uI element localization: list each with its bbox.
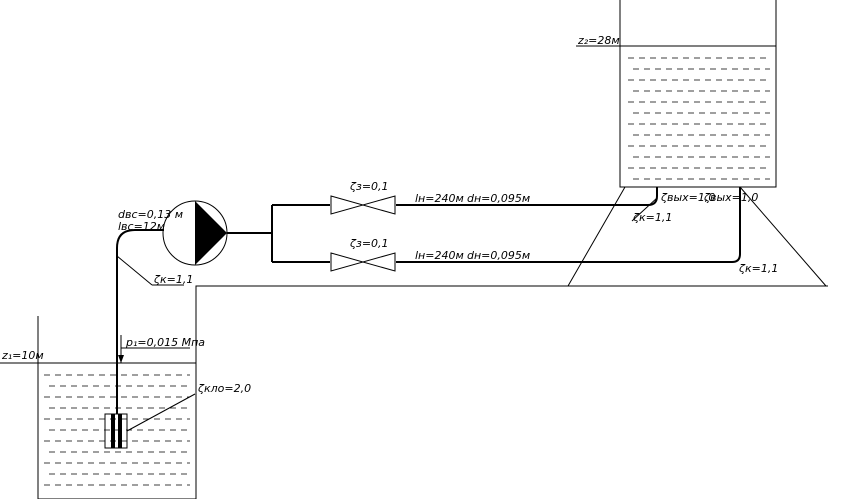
- bottom-bend-label: ζк=1,1: [738, 262, 778, 275]
- bottom-length-label: lн=240м: [415, 249, 464, 262]
- bottom-exit-label: ζвых=1,0: [703, 191, 758, 204]
- valve-top: [330, 195, 396, 215]
- lower-tank: [37, 316, 196, 499]
- pressure-arrow-head: [118, 355, 124, 363]
- discharge-pipe-bottom: [272, 187, 741, 263]
- tank-support-right: [739, 186, 827, 287]
- upper-tank: [619, 0, 777, 188]
- top-length-label: lн=240м: [415, 192, 464, 205]
- pump-triangle: [195, 201, 227, 265]
- suction-pipe: [116, 229, 164, 414]
- lower-level-label: z₁=10м: [1, 349, 44, 362]
- suction-bend-label: ζк=1,1: [153, 273, 193, 286]
- top-exit-label: ζвых=1,0: [660, 191, 715, 204]
- top-bend-leader: [631, 197, 658, 222]
- top-diameter-label: dн=0,095м: [467, 192, 530, 205]
- upper-tank-water: [628, 57, 770, 180]
- valve-bottom: [330, 252, 396, 272]
- suction-bend-leader: [116, 255, 153, 286]
- suction-length-label: lвс=12м: [118, 220, 165, 233]
- top-bend-label: ζк=1,1: [632, 211, 672, 224]
- tank-support-left: [567, 186, 626, 287]
- discharge-pipe-top: [272, 187, 658, 206]
- valve-top-label: ζз=0,1: [349, 180, 389, 193]
- upper-level-label: z₂=28м: [577, 34, 620, 47]
- valve-bottom-label: ζз=0,1: [349, 237, 389, 250]
- strainer-bar-right: [118, 414, 122, 448]
- pressure-label: p₁=0,015 Мпа: [125, 336, 205, 349]
- lower-tank-water: [44, 374, 190, 486]
- bottom-diameter-label: dн=0,095м: [467, 249, 530, 262]
- strainer-label: ζкло=2,0: [197, 382, 251, 395]
- strainer-leader: [126, 393, 196, 432]
- strainer-bar-left: [111, 414, 115, 448]
- ground-line: [195, 285, 828, 499]
